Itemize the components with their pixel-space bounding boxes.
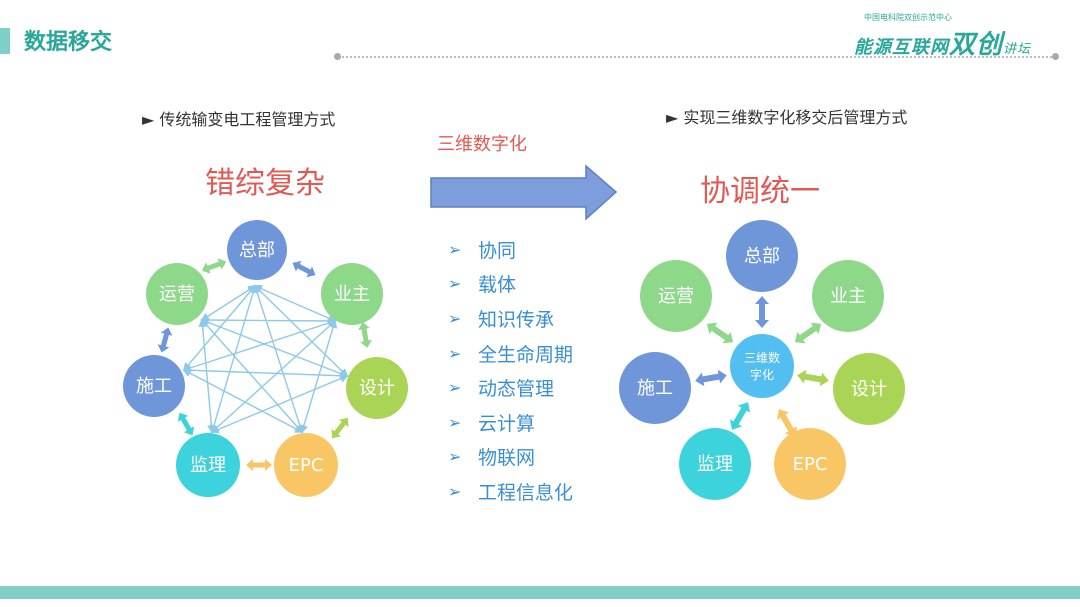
logo-sub: 讲坛	[1003, 42, 1032, 57]
triangle-bullet-icon: ►	[142, 110, 155, 129]
arrowhead-bullet-icon: ➢	[448, 481, 462, 501]
feature-item: ➢ 知识传承	[448, 301, 573, 336]
feature-text: 动态管理	[478, 378, 555, 401]
triangle-bullet-icon: ►	[666, 108, 679, 127]
right-node-epc: EPC	[774, 428, 846, 500]
double-arrow-icon	[331, 417, 349, 439]
double-arrow-icon	[776, 409, 798, 437]
left-node-design: 设计	[346, 357, 408, 419]
arrow-label: 三维数字化	[437, 134, 527, 155]
feature-item: ➢ 全生命周期	[448, 336, 573, 371]
right-node-operation: 运营	[640, 260, 712, 332]
node-label: 施工	[637, 378, 673, 399]
feature-text: 知识传承	[478, 308, 555, 331]
transform-arrow	[430, 164, 618, 221]
left-node-hq: 总部	[227, 220, 287, 280]
double-arrow-icon	[177, 412, 195, 436]
feature-item: ➢ 动态管理	[448, 370, 573, 405]
left-heading: 错综复杂	[205, 166, 325, 201]
double-arrow-icon	[292, 260, 316, 278]
feature-text: 云计算	[478, 412, 536, 435]
node-label: 设计	[359, 378, 395, 399]
left-label-text: 传统输变电工程管理方式	[159, 110, 336, 129]
double-arrow-icon	[695, 369, 727, 387]
left-node-owner: 业主	[321, 263, 383, 325]
feature-item: ➢ 工程信息化	[448, 474, 573, 509]
left-node-operation: 运营	[146, 263, 208, 325]
arrowhead-bullet-icon: ➢	[448, 378, 462, 398]
feature-item: ➢ 云计算	[448, 405, 573, 440]
left-section-label: ► 传统输变电工程管理方式	[142, 106, 335, 130]
right-center-hub: 三维数 字化	[730, 334, 794, 398]
logo-big: 双创	[949, 30, 1004, 60]
left-mesh	[182, 284, 349, 434]
arrowhead-bullet-icon: ➢	[448, 308, 462, 328]
feature-item: ➢ 物联网	[448, 440, 573, 475]
right-section-label: ► 实现三维数字化移交后管理方式	[666, 104, 907, 128]
node-label: EPC	[289, 455, 324, 476]
node-label: 总部	[239, 240, 275, 261]
feature-text: 载体	[478, 274, 517, 297]
node-label: EPC	[793, 454, 828, 475]
arrowhead-bullet-icon: ➢	[448, 343, 462, 363]
feature-text: 全生命周期	[478, 343, 574, 366]
double-arrow-icon	[729, 402, 751, 430]
double-arrow-icon	[201, 258, 227, 274]
node-label: 业主	[830, 286, 866, 307]
double-arrow-icon	[157, 327, 173, 353]
logo-main-text: 能源互联网双创讲坛	[854, 24, 1031, 61]
right-heading: 协调统一	[700, 174, 820, 209]
node-label: 总部	[744, 246, 780, 267]
feature-list: ➢ 协同 ➢ 载体 ➢ 知识传承 ➢ 全生命周期 ➢ 动态管理 ➢ 云计算 ➢ 物联网 ➢ 工程…	[448, 232, 573, 509]
right-node-construction: 施工	[619, 352, 691, 424]
double-arrow-icon	[246, 459, 272, 471]
right-label-text: 实现三维数字化移交后管理方式	[683, 108, 908, 127]
hub-label-line1: 三维数	[744, 350, 780, 365]
double-arrow-icon	[797, 369, 829, 387]
divider-dot-left	[334, 53, 341, 60]
node-label: 设计	[851, 379, 887, 400]
right-node-hq: 总部	[726, 220, 798, 292]
feature-item: ➢ 协同	[448, 232, 573, 267]
logo-main: 能源互联网	[854, 37, 949, 58]
page-title: 数据移交	[24, 30, 113, 55]
right-hub-arrows	[695, 296, 829, 437]
hub-label-line2: 字化	[750, 367, 774, 382]
node-label: 监理	[697, 454, 733, 475]
divider-dot-right	[1052, 53, 1059, 60]
left-node-construction: 施工	[123, 355, 185, 417]
right-node-supervision: 监理	[679, 428, 751, 500]
arrowhead-bullet-icon: ➢	[448, 412, 462, 432]
node-label: 运营	[159, 284, 195, 305]
double-arrow-icon	[358, 322, 372, 348]
header-divider	[338, 56, 1056, 58]
node-label: 施工	[136, 376, 172, 397]
right-node-owner: 业主	[812, 260, 884, 332]
feature-text: 物联网	[478, 447, 536, 470]
double-arrow-icon	[794, 322, 822, 344]
node-label: 业主	[334, 284, 370, 305]
left-neighbor-arrows	[157, 258, 372, 471]
arrowhead-bullet-icon: ➢	[448, 274, 462, 294]
footer-band	[0, 586, 1080, 599]
left-node-epc: EPC	[274, 433, 338, 497]
feature-text: 工程信息化	[478, 481, 574, 504]
arrowhead-bullet-icon: ➢	[448, 447, 462, 467]
feature-text: 协同	[478, 239, 517, 262]
left-node-supervision: 监理	[176, 433, 240, 497]
feature-item: ➢ 载体	[448, 267, 573, 302]
double-arrow-icon	[755, 296, 769, 328]
double-arrow-icon	[706, 322, 734, 344]
node-label: 运营	[658, 286, 694, 307]
right-node-design: 设计	[833, 353, 905, 425]
title-accent-bar	[0, 28, 10, 54]
logo-small-text: 中国电科院双创示范中心	[864, 13, 952, 22]
brand-logo: 中国电科院双创示范中心 能源互联网双创讲坛	[850, 12, 1050, 60]
arrowhead-bullet-icon: ➢	[448, 239, 462, 259]
node-label: 监理	[190, 455, 226, 476]
